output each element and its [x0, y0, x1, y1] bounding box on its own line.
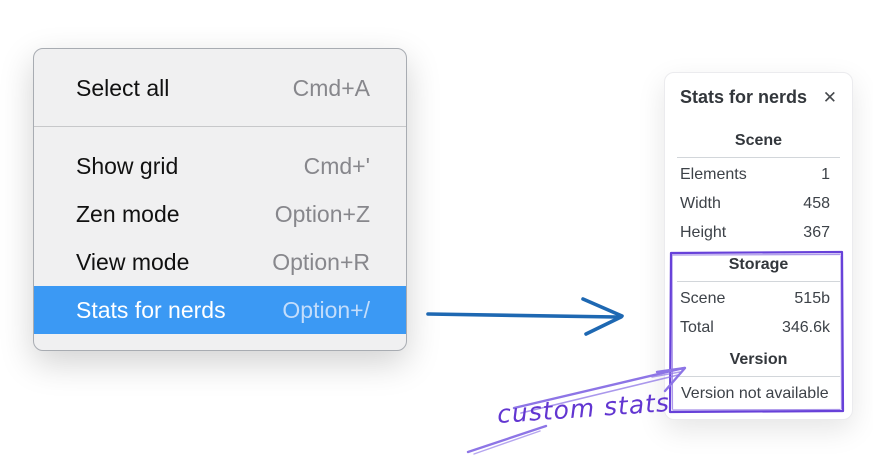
menu-item-shortcut: Option+Z: [274, 200, 370, 227]
stat-label: Total: [680, 318, 714, 336]
stat-row-scene-storage: Scene 515b: [665, 284, 852, 313]
menu-item-label: View mode: [76, 248, 190, 275]
menu-item-view-mode[interactable]: View mode Option+R: [34, 238, 406, 286]
stat-label: Height: [680, 223, 727, 241]
menu-item-label: Select all: [76, 74, 170, 101]
menu-divider: [34, 126, 406, 127]
section-heading: Scene: [734, 132, 783, 149]
menu-item-stats-for-nerds[interactable]: Stats for nerds Option+/: [34, 286, 406, 334]
annotation-arrow-tail: [466, 424, 548, 455]
stat-value: 1: [821, 165, 830, 183]
stat-value: 367: [803, 223, 830, 241]
menu-item-shortcut: Option+/: [282, 296, 370, 323]
menu-item-label: Stats for nerds: [76, 296, 226, 323]
menu-item-label: Show grid: [76, 152, 179, 179]
menu-item-show-grid[interactable]: Show grid Cmd+': [34, 142, 406, 190]
stats-section-storage: Storage Scene 515b Total 346.6k: [665, 256, 852, 342]
stat-value: 515b: [794, 289, 830, 307]
blue-arrow: [426, 297, 624, 336]
close-icon[interactable]: ✕: [822, 88, 837, 107]
stat-row-elements: Elements 1: [665, 160, 852, 189]
context-menu: Select all Cmd+A Show grid Cmd+' Zen mod…: [33, 48, 407, 351]
stat-label: Elements: [680, 165, 747, 183]
menu-item-shortcut: Cmd+A: [292, 74, 370, 101]
stat-row-height: Height 367: [665, 218, 852, 247]
section-heading: Version: [729, 351, 788, 368]
stat-label: Width: [680, 194, 721, 212]
stat-label: Scene: [680, 289, 726, 307]
section-rule: [677, 281, 840, 282]
menu-item-zen-mode[interactable]: Zen mode Option+Z: [34, 190, 406, 238]
stat-row-width: Width 458: [665, 189, 852, 218]
stats-section-scene: Scene Elements 1 Width 458 Height 367: [665, 132, 852, 247]
version-note: Version not available: [681, 384, 829, 402]
section-rule: [677, 157, 840, 158]
section-rule: [677, 376, 840, 377]
stat-value: 458: [803, 194, 830, 212]
stat-value: 346.6k: [781, 318, 830, 336]
section-heading: Storage: [728, 256, 789, 273]
stats-section-version: Version Version not available: [665, 351, 852, 408]
custom-stats-label: custom stats: [496, 388, 671, 429]
stats-panel-title: Stats for nerds: [680, 87, 808, 107]
stats-panel-header: Stats for nerds ✕: [665, 73, 852, 109]
menu-item-shortcut: Cmd+': [303, 152, 370, 179]
context-menu-group-main: Show grid Cmd+' Zen mode Option+Z View m…: [34, 127, 406, 334]
stats-panel: Stats for nerds ✕ Scene Elements 1 Width…: [664, 72, 853, 420]
stat-row-total-storage: Total 346.6k: [665, 313, 852, 342]
menu-item-select-all[interactable]: Select all Cmd+A: [34, 64, 406, 112]
menu-item-label: Zen mode: [76, 200, 180, 227]
menu-item-shortcut: Option+R: [272, 248, 370, 275]
context-menu-group-top: Select all Cmd+A: [34, 49, 406, 126]
